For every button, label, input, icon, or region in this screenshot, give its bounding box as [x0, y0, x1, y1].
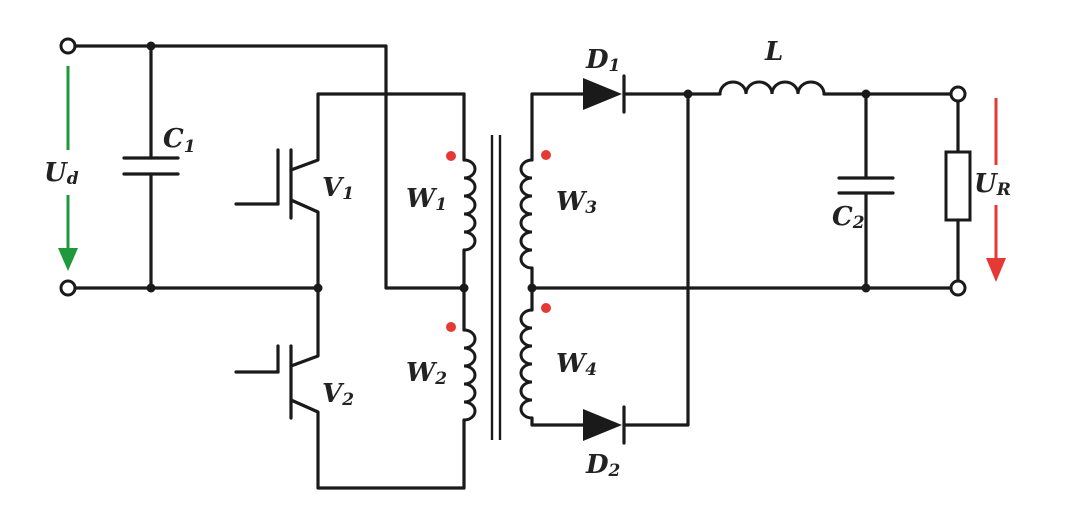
label-w3: W3 — [556, 187, 597, 218]
inductor-l — [718, 80, 952, 96]
winding-w1 — [462, 92, 477, 290]
junction-diodes — [683, 89, 693, 99]
diode-d1 — [583, 74, 722, 114]
label-w1: W1 — [406, 184, 447, 215]
polarity-dot-w4 — [541, 303, 551, 313]
label-w4: W4 — [556, 349, 597, 380]
label-c1: C1 — [163, 124, 196, 157]
transformer-core — [490, 135, 502, 440]
label-v2: V2 — [322, 379, 354, 410]
transistor-v2 — [234, 286, 466, 490]
transistor-v1 — [234, 92, 466, 290]
label-ud: Ud — [44, 158, 79, 189]
label-w2: W2 — [406, 358, 447, 389]
winding-w2 — [462, 286, 477, 490]
input-terminal-bottom — [59, 279, 77, 297]
input-voltage-arrow — [58, 66, 78, 271]
capacitor-c2 — [837, 92, 895, 290]
diode-d2 — [583, 92, 690, 445]
label-ur: UR — [974, 169, 1011, 200]
label-c2: C2 — [832, 202, 865, 233]
polarity-dot-w3 — [541, 150, 551, 160]
input-terminal-top — [59, 37, 77, 55]
wire-top-rail — [73, 44, 466, 290]
load-resistor — [944, 98, 972, 284]
output-voltage-arrow — [986, 98, 1006, 282]
polarity-dot-w1 — [446, 151, 456, 161]
capacitor-c1 — [122, 44, 180, 290]
label-v1: V1 — [322, 173, 354, 204]
output-terminal-bottom — [949, 279, 967, 297]
junction-primary-center — [459, 283, 469, 293]
label-d1: D1 — [585, 45, 620, 76]
label-d2: D2 — [585, 450, 621, 481]
label-l: L — [764, 37, 783, 67]
polarity-dot-w2 — [446, 322, 456, 332]
output-terminal-top — [949, 85, 967, 103]
